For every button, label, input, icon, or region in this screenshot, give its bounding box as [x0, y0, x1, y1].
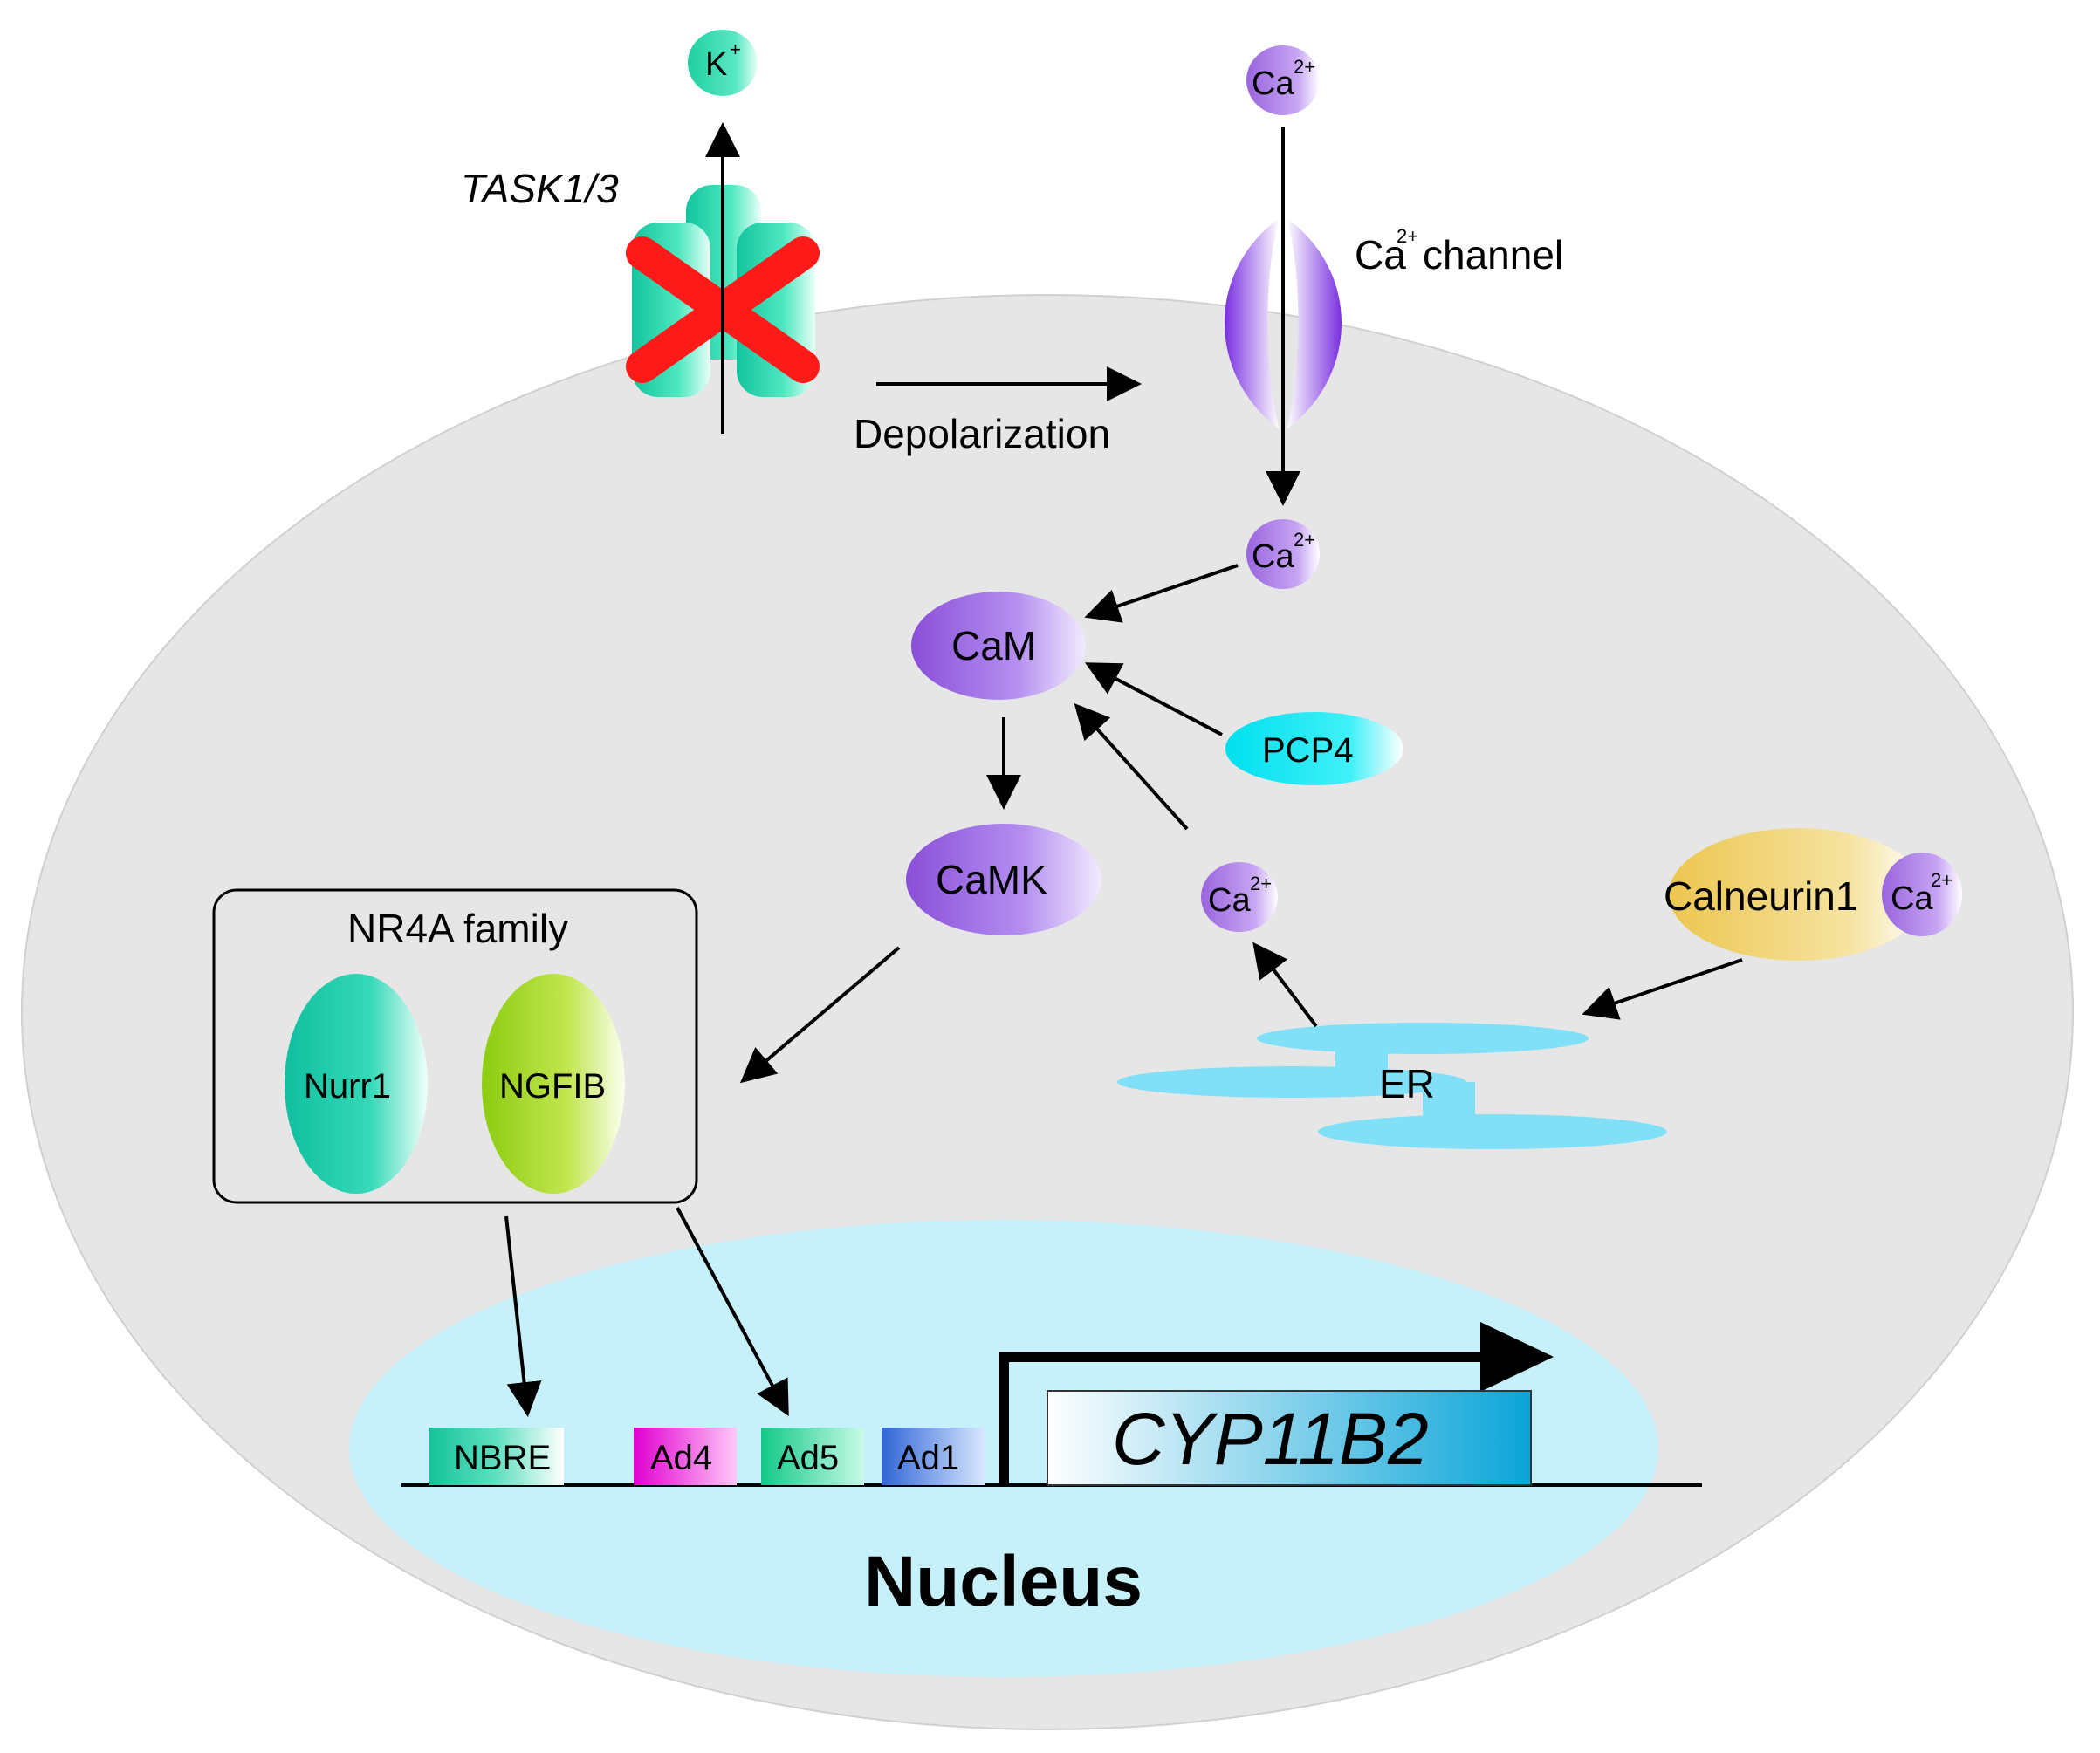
calneurin-node: Calneurin1 Ca 2+ — [1664, 828, 1962, 961]
svg-text:CYP11B2: CYP11B2 — [1112, 1398, 1429, 1480]
svg-text:CaM: CaM — [951, 623, 1036, 668]
svg-text:channel: channel — [1423, 232, 1563, 277]
svg-text:Ca: Ca — [1252, 65, 1294, 102]
k-ion: K + — [688, 30, 758, 96]
svg-text:Ca: Ca — [1891, 880, 1933, 917]
svg-text:K: K — [705, 46, 727, 83]
ca-channel — [1225, 218, 1342, 429]
transcription-start-arrow — [999, 1322, 1554, 1485]
nr4a-to-ad5-arrow — [676, 1207, 789, 1417]
svg-text:NR4A family: NR4A family — [347, 906, 568, 951]
svg-text:Calneurin1: Calneurin1 — [1664, 873, 1857, 919]
ca-ion-cytosolic: Ca 2+ — [1246, 519, 1320, 589]
svg-text:Ad5: Ad5 — [777, 1439, 839, 1477]
er-organelle: ER — [1117, 1023, 1667, 1149]
ad5-element: Ad5 — [761, 1428, 864, 1485]
camk-to-nr4a-arrow — [739, 946, 901, 1084]
svg-text:Ca: Ca — [1355, 232, 1406, 277]
ca-ion-er-released: Ca 2+ — [1201, 862, 1278, 932]
ca-to-cam-arrow — [1084, 564, 1239, 623]
svg-text:NBRE: NBRE — [454, 1439, 551, 1477]
nr4a-to-nbre-arrow — [504, 1215, 542, 1417]
depolarization-label: Depolarization — [854, 411, 1110, 456]
task-label: TASK1/3 — [461, 166, 619, 211]
ngfib-node — [482, 974, 625, 1194]
svg-text:2+: 2+ — [1931, 869, 1952, 891]
nbre-element: NBRE — [429, 1428, 564, 1485]
svg-text:2+: 2+ — [1294, 529, 1315, 551]
svg-text:Ad4: Ad4 — [650, 1439, 712, 1477]
svg-text:Ca: Ca — [1252, 538, 1294, 575]
er-to-ca-arrow — [1252, 942, 1318, 1028]
svg-text:Nurr1: Nurr1 — [304, 1067, 391, 1106]
er-ca-to-cam-arrow — [1074, 703, 1189, 831]
svg-text:PCP4: PCP4 — [1262, 731, 1354, 770]
ca-channel-label: Ca 2+ channel — [1355, 225, 1563, 277]
svg-text:NGFIB: NGFIB — [499, 1067, 606, 1106]
svg-text:2+: 2+ — [1250, 873, 1272, 894]
cam-node: CaM — [911, 592, 1086, 700]
camk-node: CaMK — [906, 824, 1101, 935]
cyp11b2-gene: CYP11B2 — [1047, 1390, 1532, 1486]
svg-text:Ca: Ca — [1208, 882, 1251, 919]
pcp4-node: PCP4 — [1225, 712, 1403, 785]
pcp4-to-cam-arrow — [1084, 662, 1223, 736]
ad1-element: Ad1 — [882, 1428, 985, 1485]
svg-text:2+: 2+ — [1397, 225, 1418, 247]
svg-text:2+: 2+ — [1294, 56, 1315, 78]
svg-text:CaMK: CaMK — [936, 857, 1047, 902]
nr4a-family-box: NR4A family Nurr1 NGFIB — [212, 888, 698, 1204]
svg-text:ER: ER — [1379, 1061, 1435, 1106]
nurr1-node — [285, 974, 428, 1194]
svg-text:+: + — [730, 38, 741, 60]
nucleus-label: Nucleus — [864, 1542, 1143, 1621]
ad4-element: Ad4 — [634, 1428, 737, 1485]
ca-ion-extracellular: Ca 2+ — [1246, 45, 1320, 115]
svg-text:Ad1: Ad1 — [897, 1439, 959, 1477]
calneurin-to-er-arrow — [1582, 958, 1743, 1020]
